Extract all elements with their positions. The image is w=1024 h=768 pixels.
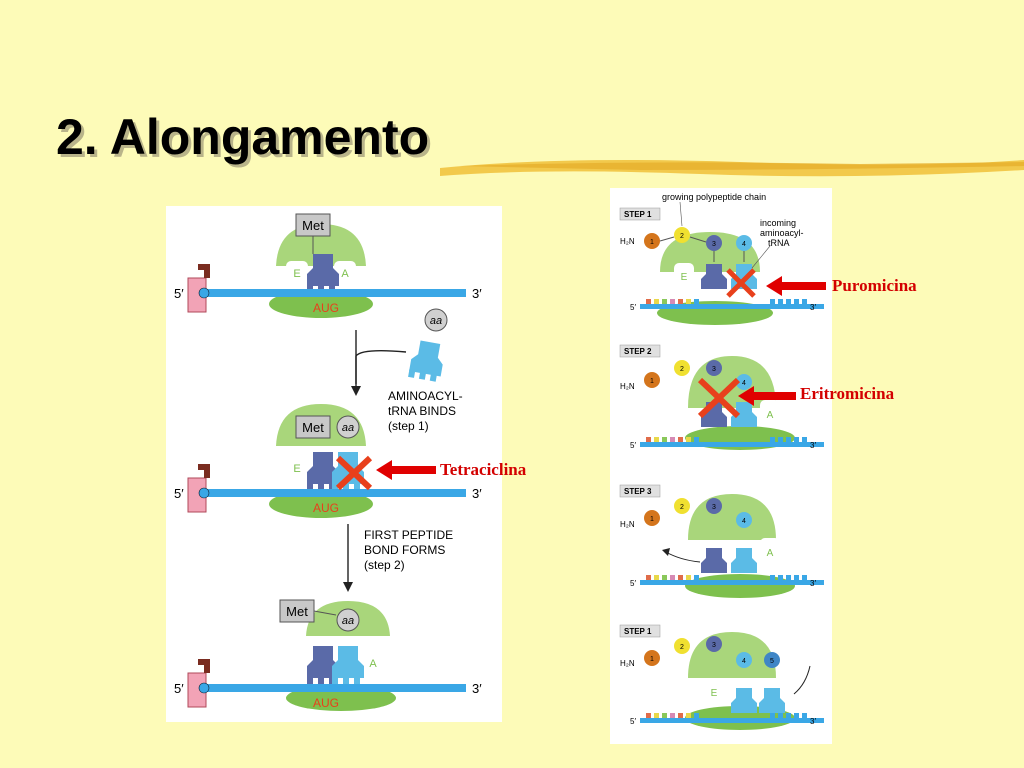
svg-text:3: 3 [712,366,716,373]
svg-text:1: 1 [650,516,654,523]
step1-line1: AMINOACYL- [388,389,463,403]
step2-line2: BOND FORMS [364,543,445,557]
svg-text:3′: 3′ [472,681,482,696]
header-incoming-1: incoming [760,218,796,228]
svg-text:H₂N: H₂N [620,659,635,668]
mrna-strand [204,289,466,297]
eritromicina-arrow [738,386,796,406]
step1-line3: (step 1) [388,419,429,433]
step2-line3: (step 2) [364,558,405,572]
svg-text:aa: aa [342,422,354,434]
site-e-label: E [293,268,300,280]
aa-circle [424,308,448,332]
aa-label: aa [430,315,442,327]
svg-text:5′: 5′ [630,441,636,450]
svg-text:Met: Met [286,604,308,619]
svg-text:3′: 3′ [810,717,816,726]
svg-text:3′: 3′ [810,441,816,450]
five-prime-label: 5′ [174,286,184,301]
svg-text:5: 5 [770,658,774,665]
svg-text:A: A [767,548,774,559]
svg-text:H₂N: H₂N [620,237,635,246]
title-brush-stroke [440,160,1024,177]
left-diagram-panel: E A Met 5′ 3′ AUG aa AMINOACYL- tRNA BIN… [166,206,502,722]
svg-text:3′: 3′ [810,303,816,312]
header-chain-label: growing polypeptide chain [662,192,766,202]
svg-text:5′: 5′ [630,303,636,312]
svg-text:1: 1 [650,656,654,663]
svg-text:aa: aa [342,615,354,627]
svg-text:2: 2 [680,233,684,240]
svg-text:3: 3 [712,504,716,511]
header-incoming-2: aminoacyl- [760,228,804,238]
svg-text:Met: Met [302,420,324,435]
svg-text:E: E [293,463,300,475]
svg-text:4: 4 [742,380,746,387]
step-label-3: STEP 3 [624,487,652,496]
svg-text:2: 2 [680,504,684,511]
puromicina-label: Puromicina [832,276,917,295]
met-label: Met [302,218,324,233]
step1-line2: tRNA BINDS [388,404,456,418]
svg-text:AUG: AUG [313,696,339,710]
svg-text:2: 2 [680,366,684,373]
step-label-1: STEP 1 [624,210,652,219]
svg-text:AUG: AUG [313,501,339,515]
step-block-1: STEP 1 E H₂N 1 2 3 4 5′ 3′ [619,201,824,325]
svg-text:A: A [767,410,774,421]
svg-text:2: 2 [680,644,684,651]
svg-text:5′: 5′ [630,717,636,726]
svg-text:3: 3 [712,241,716,248]
slide-title: 2. Alongamento [56,109,430,165]
svg-text:3: 3 [712,642,716,649]
svg-text:3′: 3′ [472,486,482,501]
tetraciclina-label: Tetraciclina [440,460,527,479]
puromicina-arrow [766,276,826,296]
step-block-3: STEP 3 A H₂N 1 2 3 4 5′ 3′ [619,484,824,598]
svg-text:5′: 5′ [174,681,184,696]
tetraciclina-x-mark [335,455,373,491]
step2-line1: FIRST PEPTIDE [364,528,453,542]
svg-text:4: 4 [742,658,746,665]
aug-codon-label: AUG [313,301,339,315]
incoming-arrow [355,349,407,384]
svg-text:A: A [369,658,377,670]
svg-text:4: 4 [742,518,746,525]
svg-text:3′: 3′ [810,579,816,588]
tetraciclina-arrow [376,460,436,480]
eritromicina-label: Eritromicina [800,384,895,403]
svg-text:4: 4 [742,241,746,248]
step-label-2: STEP 2 [624,347,652,356]
header-incoming-3: tRNA [768,238,790,248]
step-block-4: STEP 1 E H₂N 1 2 3 4 5 5′ 3′ [619,624,824,730]
svg-text:E: E [711,688,718,699]
svg-text:5′: 5′ [174,486,184,501]
three-prime-label: 3′ [472,286,482,301]
svg-text:1: 1 [650,378,654,385]
step-label-4: STEP 1 [624,627,652,636]
svg-text:H₂N: H₂N [620,520,635,529]
svg-text:H₂N: H₂N [620,382,635,391]
incoming-trna [408,339,447,383]
svg-text:5′: 5′ [630,579,636,588]
site-a-label: A [341,268,349,280]
right-diagram-panel: growing polypeptide chain incoming amino… [610,188,832,744]
svg-text:1: 1 [650,239,654,246]
svg-text:E: E [681,272,688,283]
